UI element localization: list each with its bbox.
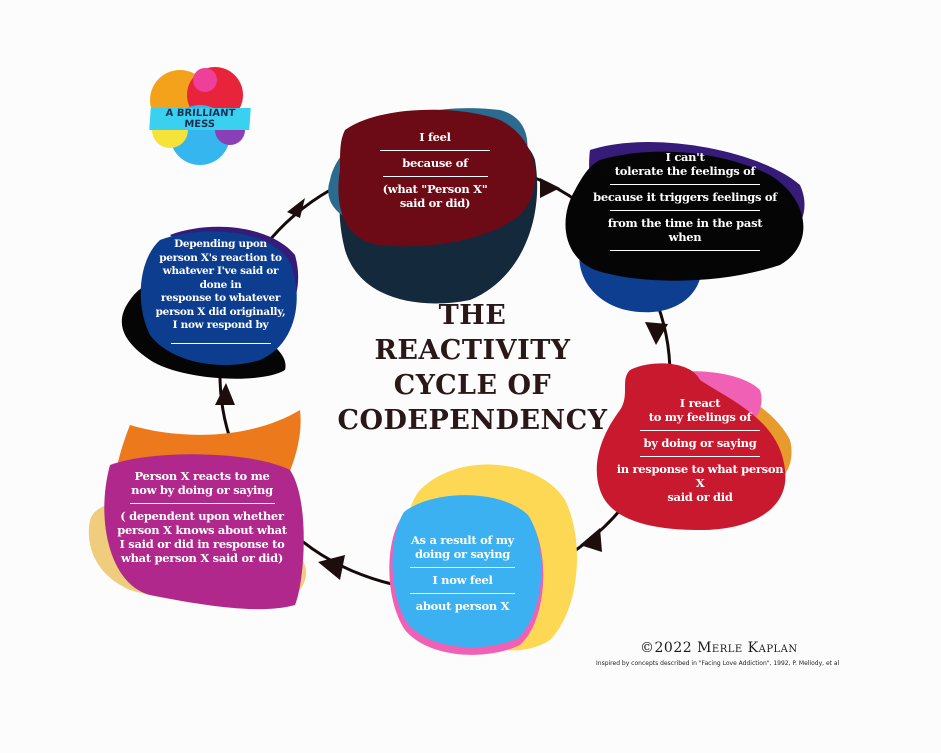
step-personx: Person X reacts to me now by doing or sa… <box>112 469 292 565</box>
step-text: said or did <box>667 490 733 504</box>
step-text: whatever I've said or done in <box>162 265 279 291</box>
blank-line <box>382 176 488 177</box>
step-respond: Depending upon person X's reaction to wh… <box>148 238 293 349</box>
arrow-head <box>645 322 668 345</box>
step-text: I feel <box>419 130 451 144</box>
step-text: by doing or saying <box>643 436 757 450</box>
step-result: As a result of my doing or saying I now … <box>395 533 530 613</box>
blank-line <box>640 430 760 431</box>
title-line: REACTIVITY <box>374 335 571 366</box>
blank-line <box>129 503 275 504</box>
step-text: because of <box>402 156 468 170</box>
step-tolerate: I can't tolerate the feelings of because… <box>590 150 780 256</box>
step-text: in response to what person X <box>616 462 784 490</box>
cycle-arrows <box>215 178 668 580</box>
blank-line <box>610 184 760 185</box>
step-text: I can't <box>665 150 705 164</box>
step-text: I said or did in response to <box>119 537 285 551</box>
arrow-head <box>318 555 345 580</box>
arrow-head <box>540 178 560 198</box>
step-text: doing or saying <box>414 547 511 561</box>
blob-result <box>389 464 577 655</box>
step-text: from the time in the past when <box>607 216 763 244</box>
blank-line <box>170 342 271 344</box>
step-feel: I feel because of (what "Person X" said … <box>360 130 510 210</box>
step-text: what person X said or did) <box>120 551 284 565</box>
step-text: I now feel <box>432 573 493 587</box>
step-text: response to whatever <box>160 292 281 304</box>
title-line: THE <box>438 300 507 331</box>
arrow-head <box>580 528 602 552</box>
step-text: (what "Person X" <box>382 182 488 196</box>
step-text: said or did) <box>399 196 471 210</box>
blob-tolerate <box>565 142 805 313</box>
step-text: to my feelings of <box>648 410 752 424</box>
step-text: Depending upon <box>174 238 267 250</box>
blank-line <box>610 250 760 251</box>
page-title: THE REACTIVITY CYCLE OF CODEPENDENCY <box>330 298 615 438</box>
blank-line <box>380 150 490 151</box>
blob-react <box>596 363 792 530</box>
step-text: As a result of my <box>410 533 515 547</box>
step-text: tolerate the feelings of <box>614 164 756 178</box>
step-text: I now respond by <box>172 319 269 331</box>
step-react: I react to my feelings of by doing or sa… <box>615 396 785 504</box>
blank-line <box>410 567 515 568</box>
step-text: person X did originally, <box>155 305 286 318</box>
blank-line <box>610 210 760 211</box>
arrow-head <box>215 383 235 405</box>
blob-personx <box>88 410 307 610</box>
blob-respond <box>121 226 299 379</box>
blank-line <box>410 593 515 594</box>
copyright: ©2022 Merle Kaplan <box>640 640 798 656</box>
blob-feel <box>328 108 538 304</box>
step-text: person X's reaction to <box>159 251 282 264</box>
step-text: person X knows about what <box>117 523 287 537</box>
logo: A BRILLIANT MESS <box>149 108 251 130</box>
step-text: now by doing or saying <box>131 483 273 497</box>
title-line: CODEPENDENCY <box>337 405 608 436</box>
inspired-by-note: Inspired by concepts described in "Facin… <box>596 660 840 667</box>
step-text: because it triggers feelings of <box>593 190 777 204</box>
arrow-head <box>287 198 305 218</box>
title-line: CYCLE OF <box>393 370 552 401</box>
blank-line <box>640 456 760 457</box>
step-text: I react <box>679 396 721 410</box>
step-text: about person X <box>415 599 510 613</box>
step-text: Person X reacts to me <box>134 469 270 483</box>
step-text: ( dependent upon whether <box>120 509 284 523</box>
